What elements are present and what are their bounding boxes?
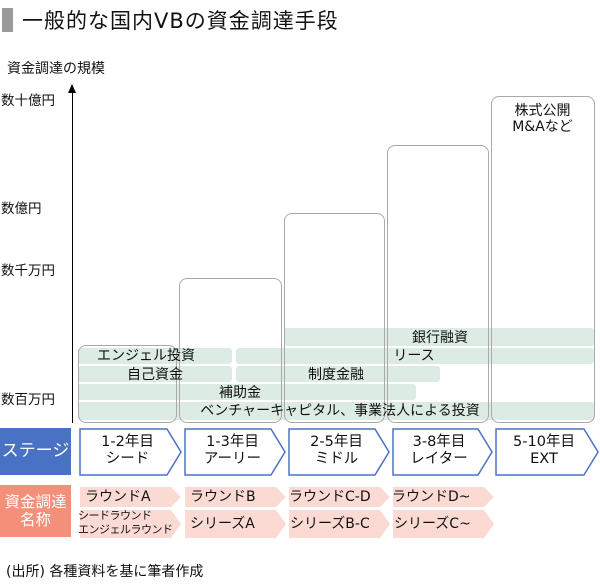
stage-name: レイター — [410, 451, 468, 467]
label-public-finance: 制度金融 — [308, 367, 364, 383]
round-cd: ラウンドC-D — [289, 489, 371, 505]
scale-box-later — [387, 145, 489, 423]
bar-lease — [236, 348, 594, 364]
stage-years: 1-2年目 — [101, 434, 154, 450]
stage-row-label: ステージ — [0, 428, 71, 475]
label-vc: ベンチャーキャピタル、事業法人による投資 — [200, 403, 480, 419]
exit-label-ipo: 株式公開 — [514, 103, 571, 119]
series-chevron-bc — [289, 510, 390, 538]
bar-vc — [78, 402, 594, 420]
y-tick-hundred-millions: 数億円 — [1, 201, 42, 217]
y-axis-line — [72, 92, 73, 423]
round-chevron-b — [185, 487, 286, 507]
bar-angel — [78, 348, 232, 364]
y-axis-label: 資金調達の規模 — [7, 61, 105, 77]
source-note: (出所) 各種資料を基に筆者作成 — [6, 564, 204, 580]
stage-chevron-exit — [495, 428, 599, 476]
y-tick-millions: 数百万円 — [1, 392, 55, 408]
stage-name: アーリー — [203, 451, 262, 467]
stage-chevron-early — [184, 428, 286, 476]
stage-years: 3-8年目 — [412, 434, 466, 450]
label-bank-loan: 銀行融資 — [412, 330, 468, 346]
round-a: ラウンドA — [85, 489, 151, 505]
exit-label-ma: M&Aなど — [512, 119, 573, 135]
series-chevron-c — [393, 510, 494, 538]
round-chevron-cd — [289, 487, 390, 507]
exit-label: 株式公開 M&Aなど — [491, 103, 594, 135]
label-lease: リース — [393, 348, 435, 364]
scale-box-middle — [284, 213, 385, 423]
round-d: ラウンドD~ — [392, 489, 471, 505]
bar-subsidy — [78, 384, 416, 400]
stage-years: 1-3年目 — [206, 434, 259, 450]
label-angel: エンジェル投資 — [97, 348, 195, 364]
stage-name: EXT — [530, 451, 558, 467]
stage-middle: 2-5年目 ミドル — [289, 434, 384, 468]
stage-name: ミドル — [314, 451, 359, 467]
series-a: シリーズA — [190, 516, 255, 532]
round-label-line1: 資金調達 — [4, 493, 67, 511]
stage-years: 2-5年目 — [310, 434, 363, 450]
title-marker — [2, 8, 13, 32]
y-axis-arrow-icon — [68, 84, 76, 93]
bar-bank-loan — [284, 328, 594, 346]
scale-box-seed — [78, 345, 177, 423]
stage-early: 1-3年目 アーリー — [185, 434, 280, 468]
label-subsidy: 補助金 — [219, 385, 261, 401]
stage-seed: 1-2年目 シード — [80, 434, 175, 468]
round-b: ラウンドB — [190, 489, 256, 505]
round-row-label: 資金調達 名称 — [0, 485, 71, 537]
stage-exit: 5-10年目 EXT — [496, 434, 592, 468]
page-title: 一般的な国内VBの資金調達手段 — [22, 9, 339, 33]
stage-years: 5-10年目 — [513, 434, 575, 450]
series-chevron-seed — [80, 510, 181, 538]
series-chevron-a — [185, 510, 286, 538]
stage-chevron-middle — [288, 428, 390, 476]
bar-own-funds — [78, 366, 232, 382]
series-bc: シリーズB-C — [290, 516, 370, 532]
bar-public-finance — [236, 366, 440, 382]
y-tick-billions: 数十億円 — [1, 93, 55, 109]
y-tick-ten-millions: 数千万円 — [1, 263, 55, 279]
stage-later: 3-8年目 レイター — [393, 434, 485, 468]
seed-round: シードラウンド — [78, 509, 152, 522]
scale-box-exit — [491, 96, 595, 423]
stage-name: シード — [105, 451, 150, 467]
round-chevron-a — [80, 487, 181, 507]
series-c: シリーズC~ — [394, 516, 471, 532]
scale-box-early — [179, 278, 282, 423]
label-own-funds: 自己資金 — [127, 367, 183, 383]
stage-chevron-later — [392, 428, 493, 476]
angel-round: エンジェルラウンド — [78, 523, 173, 536]
stage-chevron-seed — [79, 428, 182, 476]
round-label-line2: 名称 — [19, 511, 51, 529]
round-chevron-d — [393, 487, 494, 507]
seed-round-names: シードラウンド エンジェルラウンド — [78, 509, 173, 537]
